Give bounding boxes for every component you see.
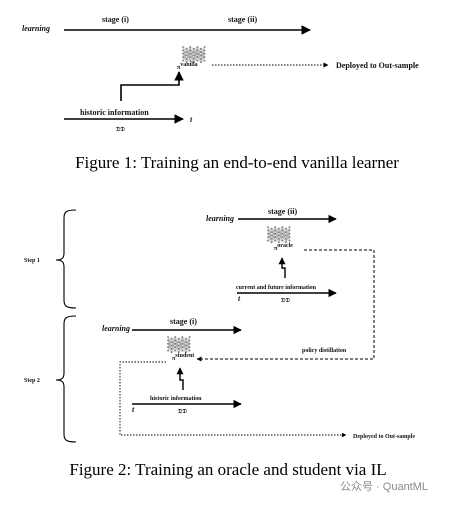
fig1-policy-label: πvanilla bbox=[177, 62, 198, 71]
step2-brace bbox=[55, 315, 77, 443]
fig2-dataset-bottom-label: 𝔇𝔇 bbox=[178, 408, 187, 415]
fig2-policy-distillation-label: policy distillation bbox=[302, 348, 347, 354]
fig2-historic-to-student-arrow bbox=[176, 367, 184, 390]
fig1-dataset-label: 𝔇𝔇 bbox=[116, 126, 125, 133]
step1-brace bbox=[55, 209, 77, 309]
watermark-text: 公众号 · QuantML bbox=[340, 480, 428, 493]
fig2-stage-i-label: stage (i) bbox=[170, 317, 197, 326]
fig1-network-icon bbox=[182, 46, 206, 64]
fig2-future-to-oracle-arrow bbox=[278, 257, 286, 278]
fig1-stage-ii-label: stage (ii) bbox=[228, 15, 257, 24]
fig2-student-policy-label: πstudent bbox=[172, 353, 194, 362]
fig2-learning-top-label: learning bbox=[206, 214, 234, 223]
figure2-caption: Figure 2: Training an oracle and student… bbox=[69, 460, 386, 479]
fig2-deployed-label: Deployed to Out-sample bbox=[353, 434, 415, 440]
fig2-student-network-icon bbox=[167, 336, 191, 354]
fig2-t-bottom-label: t bbox=[132, 405, 135, 414]
fig1-historic-label: historic information bbox=[80, 108, 149, 117]
fig2-stage-ii-label: stage (ii) bbox=[268, 207, 297, 216]
fig1-stage-i-label: stage (i) bbox=[102, 15, 129, 24]
fig2-distillation-arrow bbox=[196, 249, 375, 362]
fig1-historic-to-policy-arrow bbox=[120, 71, 184, 101]
step1-label: Step 1 bbox=[24, 258, 40, 264]
fig1-t-label: t bbox=[190, 115, 193, 124]
fig2-oracle-network-icon bbox=[267, 226, 291, 244]
fig2-dataset-top-label: 𝔇𝔇 bbox=[281, 297, 290, 304]
fig2-oracle-policy-label: πoracle bbox=[274, 243, 293, 252]
step2-label: Step 2 bbox=[24, 378, 40, 384]
figure1: learning stage (i) stage (ii) πvanilla D… bbox=[22, 15, 419, 172]
figure2: Step 1 Step 2 learning stage (ii) πoracl… bbox=[24, 207, 415, 479]
fig1-learning-label: learning bbox=[22, 24, 50, 33]
fig2-historic-label: historic information bbox=[150, 396, 202, 402]
fig1-deployed-label: Deployed to Out-sample bbox=[336, 61, 419, 70]
figure1-caption: Figure 1: Training an end-to-end vanilla… bbox=[75, 153, 399, 172]
fig2-t-top-label: t bbox=[238, 294, 241, 303]
fig2-current-future-label: current and future information bbox=[236, 285, 317, 291]
fig2-learning-bottom-label: learning bbox=[102, 324, 130, 333]
fig2-deploy-arrow bbox=[119, 361, 347, 438]
